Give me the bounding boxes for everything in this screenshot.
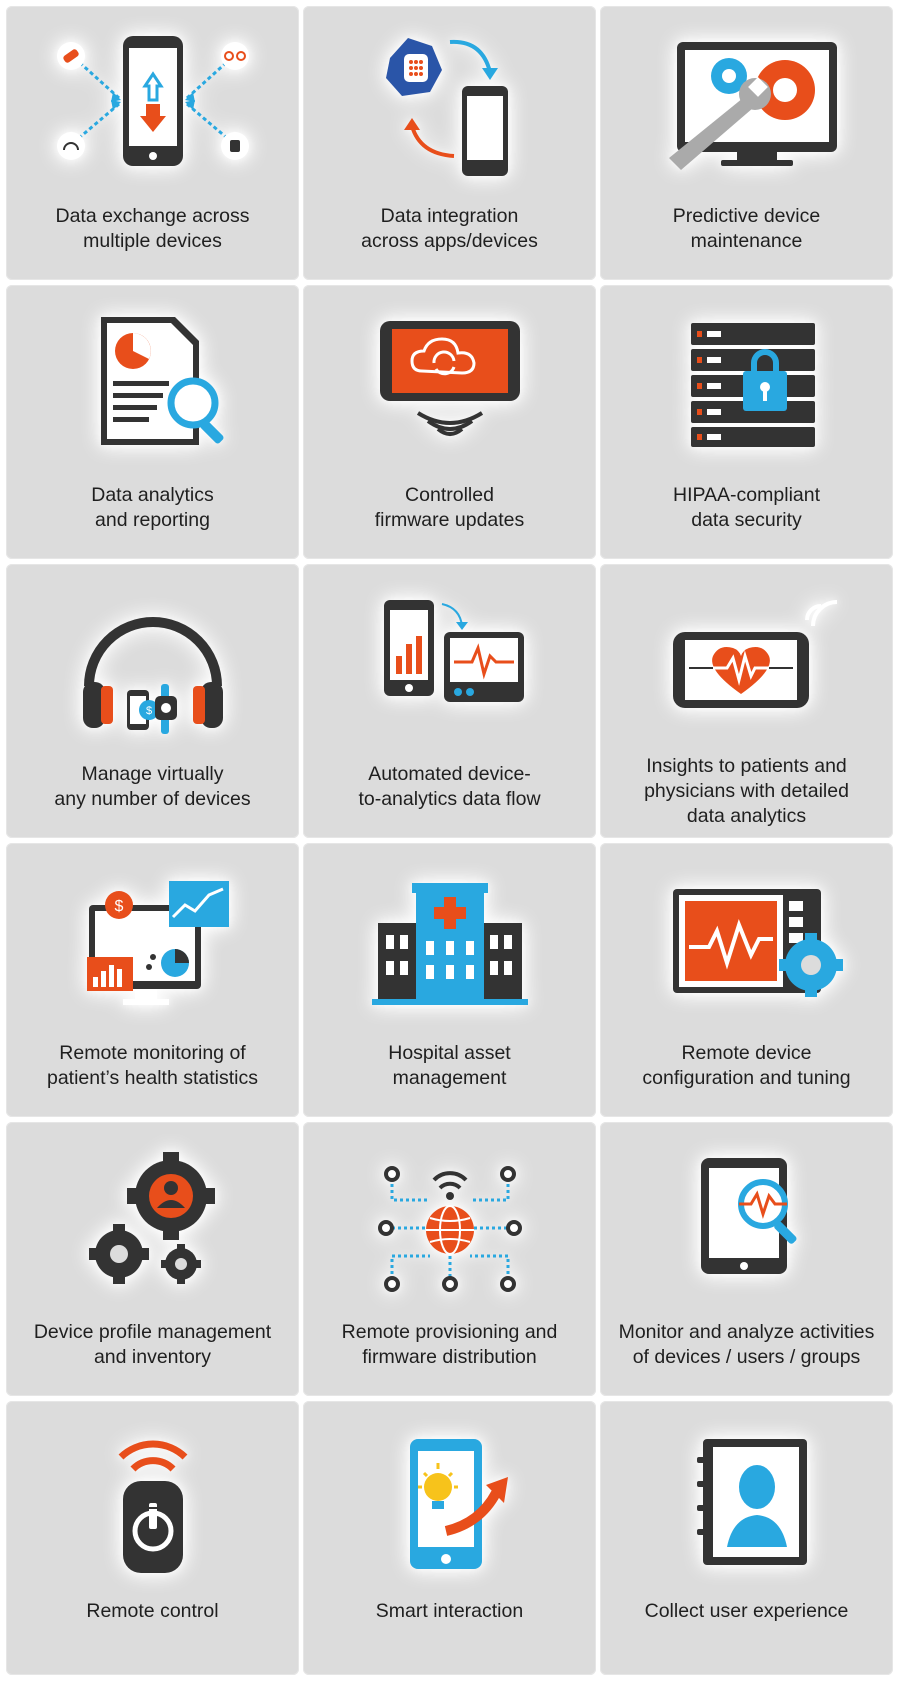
feature-label: Manage virtually any number of devices bbox=[54, 763, 251, 810]
feature-label: Remote provisioning and firmware distrib… bbox=[341, 1321, 558, 1368]
feature-tile: Automated device- to-analytics data flow bbox=[303, 564, 596, 838]
feature-tile: Remote device configuration and tuning bbox=[600, 843, 893, 1117]
svg-text:$: $ bbox=[145, 705, 151, 717]
phone-heart-icon bbox=[672, 600, 837, 708]
phone-data-exchange-icon bbox=[56, 36, 249, 166]
feature-label: Collect user experience bbox=[644, 1600, 849, 1622]
feature-tile: Hospital asset management bbox=[303, 843, 596, 1117]
feature-tile: HIPAA-compliant data security bbox=[600, 285, 893, 559]
watch-phone-sync-icon bbox=[385, 38, 508, 176]
cloud-update-device-icon bbox=[379, 321, 520, 436]
feature-tile: Collect user experience bbox=[600, 1401, 893, 1675]
feature-tile: Remote control bbox=[6, 1401, 299, 1675]
feature-label: Smart interaction bbox=[375, 1600, 524, 1622]
gears-profile-icon bbox=[88, 1152, 215, 1284]
feature-tile: Remote provisioning and firmware distrib… bbox=[303, 1122, 596, 1396]
feature-grid: Data exchange across multiple devices Da… bbox=[6, 6, 894, 1681]
report-magnifier-icon bbox=[100, 317, 223, 445]
feature-tile: $ Remote monitoring of patient’s health … bbox=[6, 843, 299, 1117]
feature-label: Data analytics and reporting bbox=[91, 484, 214, 531]
contact-book-icon bbox=[696, 1439, 807, 1565]
monitor-health-stats-icon: $ bbox=[86, 881, 229, 1005]
feature-tile: $ Manage virtually any number of devices bbox=[6, 564, 299, 838]
feature-label: Controlled firmware updates bbox=[374, 484, 525, 531]
feature-tile: Device profile management and inventory bbox=[6, 1122, 299, 1396]
feature-tile: Data integration across apps/devices bbox=[303, 6, 596, 280]
feature-label: HIPAA-compliant data security bbox=[672, 484, 821, 531]
feature-label: Automated device- to-analytics data flow bbox=[358, 763, 541, 810]
feature-label: Hospital asset management bbox=[388, 1042, 511, 1089]
remote-power-icon bbox=[118, 1440, 187, 1573]
feature-tile: Data exchange across multiple devices bbox=[6, 6, 299, 280]
device-config-gear-icon bbox=[672, 889, 843, 997]
feature-label: Monitor and analyze activities of device… bbox=[618, 1321, 875, 1368]
monitor-wrench-gear-icon bbox=[668, 42, 837, 170]
feature-label: Data exchange across multiple devices bbox=[55, 205, 250, 252]
server-lock-icon bbox=[690, 323, 815, 447]
feature-tile: Data analytics and reporting bbox=[6, 285, 299, 559]
feature-tile: Controlled firmware updates bbox=[303, 285, 596, 559]
phone-monitor-flow-icon bbox=[383, 600, 524, 702]
feature-label: Remote monitoring of patient’s health st… bbox=[46, 1042, 258, 1089]
svg-text:$: $ bbox=[114, 898, 123, 915]
feature-tile: Insights to patients and physicians with… bbox=[600, 564, 893, 838]
feature-label: Predictive device maintenance bbox=[672, 205, 821, 252]
feature-tile: Smart interaction bbox=[303, 1401, 596, 1675]
hospital-building-icon bbox=[371, 883, 528, 1005]
feature-label: Device profile management and inventory bbox=[33, 1321, 272, 1368]
feature-label: Data integration across apps/devices bbox=[361, 205, 538, 252]
headphones-devices-icon: $ bbox=[82, 617, 223, 734]
feature-label: Insights to patients and physicians with… bbox=[644, 755, 849, 827]
feature-tile: Monitor and analyze activities of device… bbox=[600, 1122, 893, 1396]
feature-tile: Predictive device maintenance bbox=[600, 6, 893, 280]
feature-label: Remote device configuration and tuning bbox=[642, 1042, 851, 1089]
feature-label: Remote control bbox=[86, 1600, 219, 1622]
tablet-analyze-icon bbox=[700, 1158, 796, 1274]
globe-network-icon bbox=[377, 1166, 522, 1292]
phone-bulb-arrow-icon bbox=[409, 1439, 508, 1569]
